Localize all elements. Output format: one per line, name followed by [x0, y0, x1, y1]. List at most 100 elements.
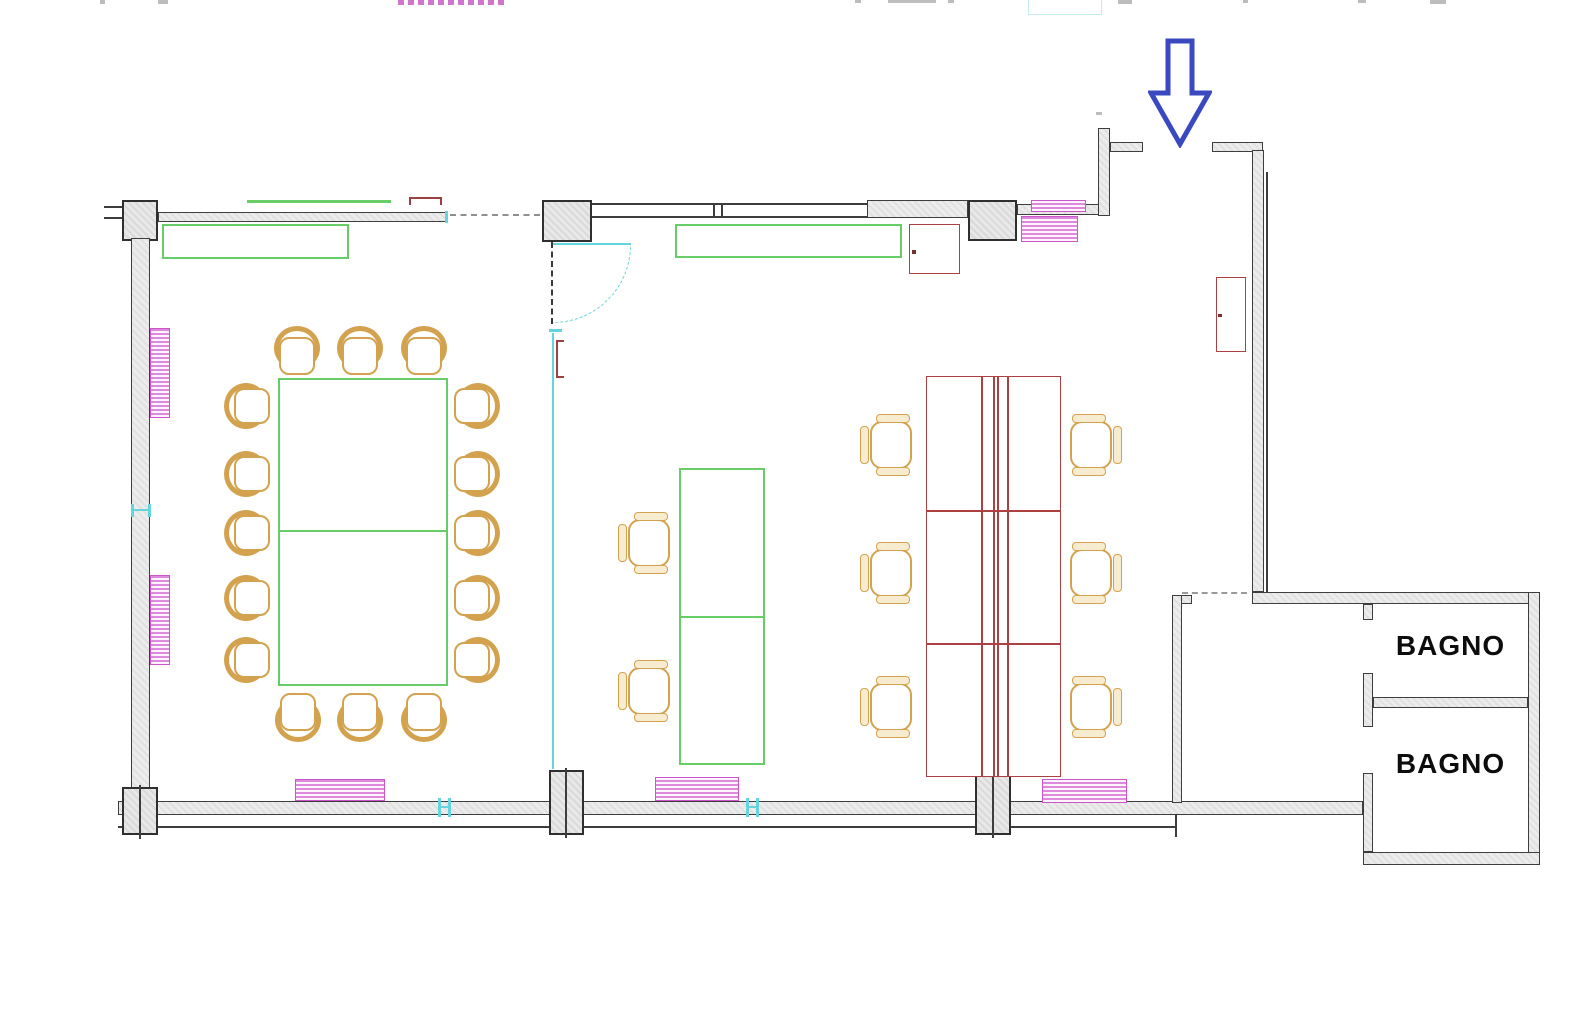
top-edge-remnant: [855, 0, 861, 3]
top-wall-segment: [158, 212, 448, 222]
column: [122, 200, 158, 241]
chair-back: [224, 575, 268, 621]
entrance-left-wall: [1098, 128, 1110, 216]
chair-seat: [454, 642, 490, 678]
window-mullion-tick: [721, 203, 723, 218]
chair-armrest: [876, 729, 910, 738]
door-leaf: [553, 243, 631, 245]
wall-stub-line: [104, 217, 124, 219]
chair-seat: [870, 549, 912, 597]
bathroom-label-top: BAGNO: [1395, 630, 1506, 661]
chair-seat: [1070, 421, 1112, 469]
office-chair: [618, 660, 676, 722]
office-chair: [1064, 676, 1122, 738]
chair-armrest: [1072, 595, 1106, 604]
window-joint-mark: [746, 806, 758, 808]
chair-seat: [234, 456, 270, 492]
chair-seat: [234, 515, 270, 551]
chair-seat: [628, 519, 670, 567]
desk-bank-divider: [927, 510, 1060, 512]
office-chair: [860, 676, 918, 738]
bathroom-right-wall: [1528, 592, 1540, 865]
chair-seat: [1070, 549, 1112, 597]
window-joint-mark: [445, 211, 448, 223]
chair-seat: [342, 693, 378, 731]
chair-back: [337, 698, 383, 742]
top-wall-opening-dashes: [450, 214, 540, 216]
door-opening-line: [551, 242, 553, 324]
chair: [450, 446, 500, 502]
sideboard: [675, 224, 902, 258]
chair: [398, 326, 450, 378]
chair-back: [337, 326, 383, 370]
chair-seat: [406, 337, 442, 375]
chair-seat: [234, 642, 270, 678]
chair: [334, 690, 386, 742]
chair: [398, 690, 450, 742]
chair-backrest: [1113, 688, 1122, 726]
bottom-wall: [118, 801, 1363, 815]
chair-seat: [1070, 683, 1112, 731]
chair-armrest: [1072, 414, 1106, 423]
radiator: [1042, 779, 1127, 803]
column-axis-tick: [992, 768, 994, 838]
chair: [450, 505, 500, 561]
chair-seat: [870, 421, 912, 469]
anteroom-wall-tick: [1175, 815, 1177, 837]
door-swing-arc: [553, 245, 631, 323]
chair-back: [456, 383, 500, 429]
chair-armrest: [634, 660, 668, 669]
anteroom-opening-dashes: [1182, 592, 1247, 594]
bathroom-left-wall-segment: [1363, 604, 1373, 620]
chair-backrest: [618, 672, 627, 710]
glass-partition: [552, 333, 554, 769]
window-mullion-tick: [713, 203, 715, 218]
top-edge-remnant: [1430, 0, 1446, 4]
top-edge-remnant: [1358, 0, 1366, 3]
bottom-wall-outer-line: [118, 826, 1175, 828]
office-chair: [860, 542, 918, 604]
wall-stub-line: [104, 206, 124, 208]
chair: [450, 378, 500, 434]
bathroom-label-bottom: BAGNO: [1395, 748, 1506, 779]
chair: [450, 632, 500, 688]
chair: [224, 505, 274, 561]
conference-table: [278, 378, 448, 686]
entrance-right-wall-stub: [1212, 142, 1263, 152]
chair-armrest: [634, 512, 668, 521]
chair-seat: [454, 456, 490, 492]
chair-armrest: [1072, 542, 1106, 551]
office-chair: [618, 512, 676, 574]
chair-seat: [454, 515, 490, 551]
chair-armrest: [1072, 467, 1106, 476]
right-wall-inner-line: [1266, 172, 1268, 592]
column-axis-tick: [565, 768, 567, 838]
chair: [272, 690, 324, 742]
top-edge-remnant: [398, 0, 508, 5]
chair-armrest: [1072, 729, 1106, 738]
chair-back: [401, 698, 447, 742]
chair-seat: [454, 388, 490, 424]
chair-armrest: [1072, 676, 1106, 685]
entrance-left-wall-stub: [1110, 142, 1143, 152]
window-strip: [592, 203, 867, 218]
chair-seat: [280, 693, 316, 731]
top-edge-remnant: [100, 0, 105, 4]
chair-backrest: [860, 554, 869, 592]
desk-bank-center-line: [1007, 377, 1009, 776]
anteroom-left-wall: [1172, 595, 1182, 803]
radiator: [1021, 216, 1078, 242]
left-wall: [131, 238, 150, 803]
entrance-arrow-icon: [1148, 38, 1212, 148]
cabinet-handle-dot: [1218, 314, 1222, 317]
window-joint-mark: [131, 509, 150, 511]
chair: [224, 446, 274, 502]
chair-back: [456, 451, 500, 497]
chair-backrest: [1113, 554, 1122, 592]
chair-back: [224, 451, 268, 497]
chair-back: [224, 383, 268, 429]
radiator: [655, 777, 739, 801]
chair-armrest: [876, 676, 910, 685]
radiator: [150, 328, 170, 418]
